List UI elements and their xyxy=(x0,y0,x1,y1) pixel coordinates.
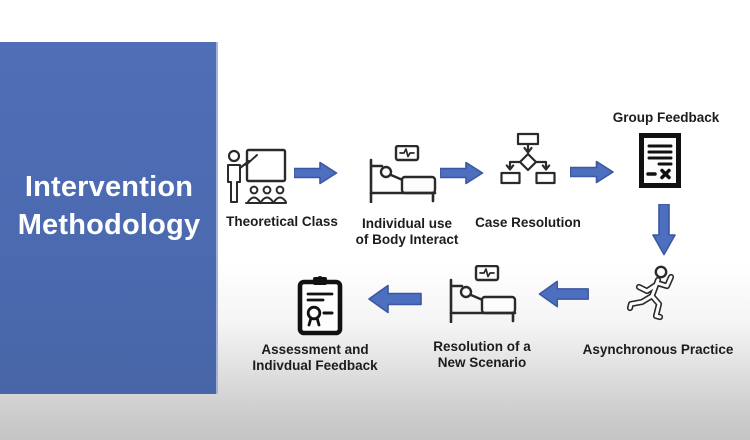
step-label-group-feedback: Group Feedback xyxy=(612,110,720,125)
flowchart-icon xyxy=(500,132,556,185)
slide-title: Intervention Methodology xyxy=(17,171,201,241)
step-label-case-resolution: Case Resolution xyxy=(475,215,581,230)
running-person-icon xyxy=(626,265,675,321)
step-label-theoretical-class: Theoretical Class xyxy=(226,214,338,229)
document-x-icon xyxy=(639,133,681,188)
arrow-left-icon xyxy=(538,280,589,308)
title-panel: Intervention Methodology xyxy=(0,42,218,394)
step-label-asynchronous-practice: Asynchronous Practice xyxy=(582,342,734,357)
arrow-right-icon xyxy=(440,161,484,185)
arrow-left-icon xyxy=(368,284,422,314)
arrow-right-icon xyxy=(570,160,614,184)
step-label-body-interact: Individual use of Body Interact xyxy=(355,216,459,248)
patient-bed-monitor-icon xyxy=(449,265,517,323)
step-label-assessment-feedback: Assessment and Indivdual Feedback xyxy=(252,342,378,374)
arrow-right-icon xyxy=(294,161,338,185)
arrow-down-icon xyxy=(652,204,676,256)
clipboard-award-icon xyxy=(297,276,343,336)
step-label-new-scenario: Resolution of a New Scenario xyxy=(433,339,531,371)
presenter-blackboard-icon xyxy=(227,148,287,204)
patient-bed-monitor-icon xyxy=(369,145,437,203)
